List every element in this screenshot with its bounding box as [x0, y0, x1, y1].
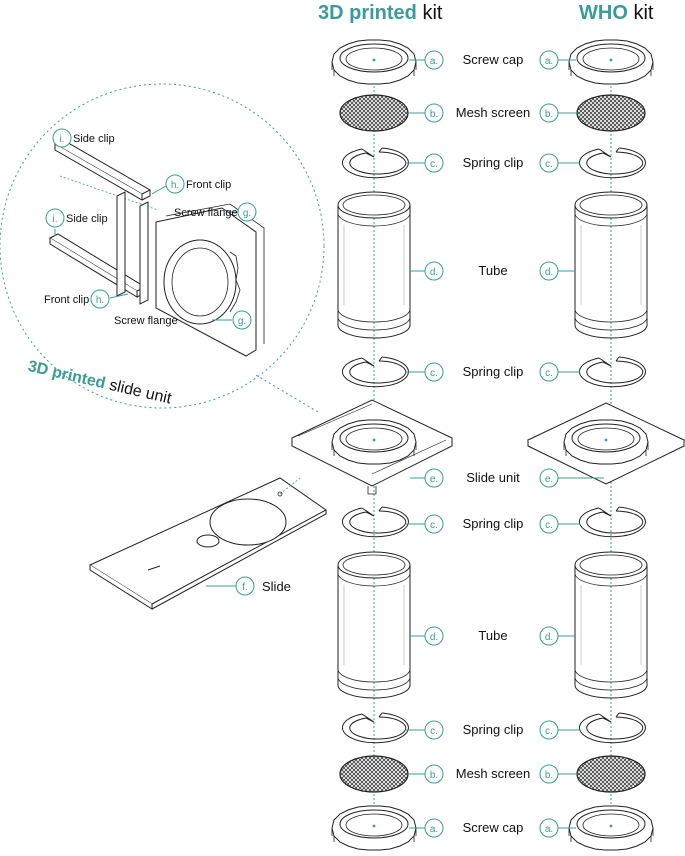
- badge-b-who-top: b.: [545, 109, 553, 120]
- label-mesh-screen-bottom: Mesh screen: [456, 766, 530, 781]
- spring-clip-who-1: [578, 147, 646, 179]
- badge-c-who-3: c.: [545, 520, 553, 531]
- label-screw-cap-bottom: Screw cap: [463, 820, 524, 835]
- badge-h-bottom: h.: [96, 295, 104, 306]
- badge-c-who-1: c.: [545, 159, 553, 170]
- badge-b-3d-top: b.: [430, 109, 438, 120]
- badge-e-who: e.: [545, 474, 553, 485]
- mesh-screen-3d-bottom: [339, 755, 409, 793]
- screw-cap-3d-bottom: [331, 805, 417, 851]
- badge-i-top: i.: [60, 134, 65, 145]
- label-spring-clip-4: Spring clip: [463, 722, 524, 737]
- badge-a-3d-top: a.: [430, 56, 438, 67]
- badge-e-3d: e.: [430, 474, 438, 485]
- inset-side-clip-bottom: [48, 233, 147, 298]
- badge-d-who-2: d.: [545, 632, 553, 643]
- mesh-screen-who-top: [576, 94, 646, 132]
- badge-d-who-1: d.: [545, 267, 553, 278]
- badge-i-bottom: i.: [53, 214, 58, 225]
- badge-d-3d-1: d.: [430, 267, 438, 278]
- mesh-screen-who-bottom: [576, 755, 646, 793]
- badge-c-3d-4: c.: [430, 726, 438, 737]
- badge-c-3d-1: c.: [430, 159, 438, 170]
- screw-cap-3d-top: [331, 39, 417, 85]
- badge-a-3d-bottom: a.: [430, 824, 438, 835]
- header-who-kit: WHO kit: [579, 2, 654, 24]
- badge-g-bottom: g.: [238, 316, 246, 327]
- label-front-clip-bottom: Front clip: [44, 294, 89, 306]
- inset-front-clip-2: [139, 201, 149, 305]
- badge-b-who-bottom: b.: [545, 770, 553, 781]
- spring-clip-3d-3: [341, 506, 409, 538]
- badge-c-3d-2: c.: [430, 368, 438, 379]
- inset-front-clip-1: [116, 191, 126, 297]
- spring-clip-3d-4: [341, 712, 409, 744]
- screw-cap-who-top: [568, 39, 654, 85]
- slide-unit-3d: [290, 399, 454, 495]
- badge-b-3d-bottom: b.: [430, 770, 438, 781]
- badge-a-who-top: a.: [545, 56, 553, 67]
- label-mesh-screen-top: Mesh screen: [456, 105, 530, 120]
- badge-a-who-bottom: a.: [545, 824, 553, 835]
- label-spring-clip-2: Spring clip: [463, 364, 524, 379]
- tube-3d-2: [337, 551, 411, 699]
- glass-slide: [88, 477, 327, 610]
- spring-clip-who-3: [578, 506, 646, 538]
- mesh-screen-3d-top: [339, 94, 409, 132]
- label-screw-flange-top: Screw flange: [174, 207, 238, 219]
- inset-circle: [0, 83, 325, 409]
- label-screw-flange-bottom: Screw flange: [114, 315, 178, 327]
- badge-d-3d-2: d.: [430, 632, 438, 643]
- label-screw-cap-top: Screw cap: [463, 52, 524, 67]
- badge-h-top: h.: [171, 180, 179, 191]
- label-tube-1: Tube: [478, 263, 507, 278]
- badge-c-3d-3: c.: [430, 520, 438, 531]
- label-tube-2: Tube: [478, 628, 507, 643]
- spring-clip-who-2: [578, 356, 646, 388]
- badge-c-who-4: c.: [545, 726, 553, 737]
- slide-unit-who: [526, 402, 685, 485]
- spring-clip-3d-1: [341, 147, 409, 179]
- screw-cap-who-bottom: [568, 805, 654, 851]
- label-spring-clip-3: Spring clip: [463, 516, 524, 531]
- inset-side-clip-top: [53, 139, 152, 201]
- spring-clip-3d-2: [341, 356, 409, 388]
- label-spring-clip-1: Spring clip: [463, 155, 524, 170]
- tube-who-1: [574, 191, 648, 339]
- header-3d-printed-kit: 3D printed kit: [318, 2, 443, 24]
- badge-f: f.: [242, 582, 248, 593]
- label-slide-unit: Slide unit: [466, 470, 520, 485]
- tube-3d-1: [337, 191, 411, 339]
- tube-who-2: [574, 551, 648, 699]
- label-front-clip-top: Front clip: [186, 179, 231, 191]
- label-slide: Slide: [262, 579, 291, 594]
- label-side-clip-top: Side clip: [73, 133, 115, 145]
- badge-c-who-2: c.: [545, 368, 553, 379]
- badge-g-top: g.: [243, 208, 251, 219]
- spring-clip-who-4: [578, 712, 646, 744]
- inset-screw-flange: [155, 203, 265, 357]
- label-side-clip-bottom: Side clip: [66, 213, 108, 225]
